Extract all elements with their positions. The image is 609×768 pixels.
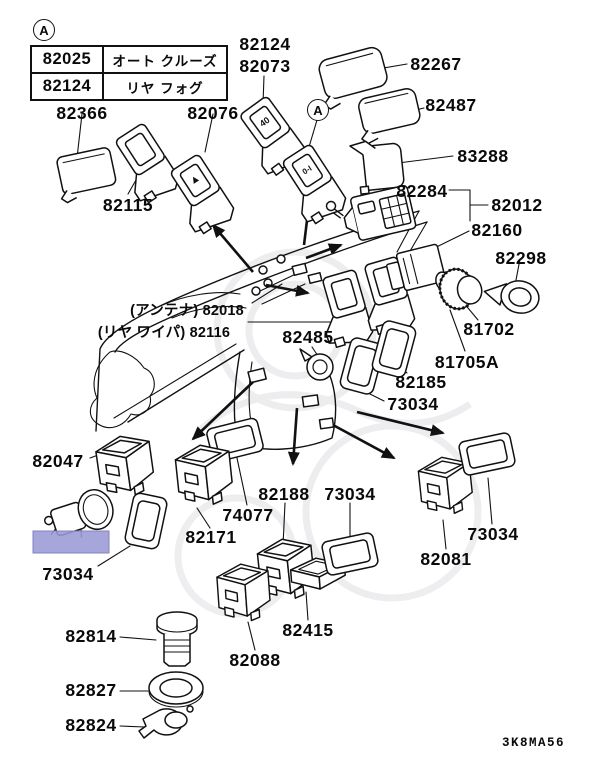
part-label-73034-center: 73034 — [324, 484, 376, 504]
legend-row: 82124 リヤ フォグ — [32, 72, 226, 99]
legend-part-no: 82124 — [32, 74, 104, 99]
part-73034-bezel-center — [320, 531, 380, 577]
diagram-code: 3K8MA56 — [502, 736, 566, 750]
part-83288-cover — [349, 140, 405, 195]
part-label-82073: 82073 — [239, 56, 291, 76]
part-82160-switch-body — [385, 243, 447, 291]
part-81702-knob — [438, 267, 483, 311]
part-label-73034-left: 73034 — [42, 564, 94, 584]
legend-part-name: リヤ フォグ — [126, 80, 204, 96]
part-label-82116-rear-wiper: (リヤ ワイパ) 82116 — [97, 325, 231, 341]
part-82284-screw — [325, 200, 344, 219]
part-label-82415: 82415 — [282, 620, 334, 640]
svg-text:0-I: 0-I — [301, 164, 314, 177]
part-label-82814: 82814 — [65, 626, 117, 646]
part-label-82185: 82185 — [395, 372, 447, 392]
part-marker-a-switch: 0-I — [271, 142, 351, 231]
selection-highlight — [32, 530, 110, 554]
part-label-81705A: 81705A — [434, 352, 500, 372]
part-label-82018-antenna: (アンテナ) 82018 — [130, 303, 244, 319]
part-82366-unit — [56, 147, 117, 204]
marker-a-switch: A — [307, 99, 329, 121]
part-label-82115: 82115 — [102, 195, 154, 215]
part-accessory-socket — [43, 489, 114, 538]
part-label-82088: 82088 — [229, 650, 281, 670]
part-82284-relay — [343, 185, 417, 241]
part-label-82487: 82487 — [425, 95, 477, 115]
part-82298-grommet — [483, 280, 540, 314]
part-label-83288: 83288 — [457, 146, 509, 166]
part-label-82366: 82366 — [56, 103, 108, 123]
part-82814-lighter — [156, 611, 198, 667]
part-82485-buzzer — [299, 348, 334, 381]
part-label-74077: 74077 — [222, 505, 274, 525]
part-label-82124-top: 82124 — [239, 34, 291, 54]
part-label-82485: 82485 — [282, 327, 334, 347]
direction-arrows — [191, 202, 445, 466]
part-label-81702: 81702 — [463, 319, 515, 339]
part-label-82047: 82047 — [32, 451, 84, 471]
part-73034-bezel-left — [123, 491, 169, 551]
part-label-82081: 82081 — [420, 549, 472, 569]
part-label-73034-mid: 73034 — [387, 394, 439, 414]
part-82487-cap — [358, 87, 421, 145]
part-82047-switch — [93, 431, 157, 501]
part-label-82267: 82267 — [410, 54, 462, 74]
legend-part-no: 82025 — [32, 47, 104, 72]
part-label-82284: 82284 — [396, 181, 448, 201]
legend-part-name: オート クルーズ — [112, 53, 218, 69]
part-label-82171: 82171 — [185, 527, 237, 547]
part-82124-fog-switch: 40 — [229, 94, 311, 182]
part-label-82827: 82827 — [65, 680, 117, 700]
part-label-73034-right: 73034 — [467, 524, 519, 544]
part-label-82298: 82298 — [495, 248, 547, 268]
part-label-82188: 82188 — [258, 484, 310, 504]
part-label-82076: 82076 — [187, 103, 239, 123]
legend-row: 82025 オート クルーズ — [32, 47, 226, 72]
part-label-82824: 82824 — [65, 715, 117, 735]
part-82824-bracket — [138, 705, 194, 739]
part-label-82160: 82160 — [471, 220, 523, 240]
part-82827-ring — [148, 671, 204, 708]
part-label-82012: 82012 — [491, 195, 543, 215]
part-73034-bezel-right — [457, 431, 517, 477]
part-82076-hazard-switch: ▲ — [159, 152, 239, 241]
marker-a-legend: A — [33, 19, 55, 41]
legend-table: 82025 オート クルーズ 82124 リヤ フォグ — [30, 45, 228, 101]
svg-text:40: 40 — [258, 115, 272, 129]
